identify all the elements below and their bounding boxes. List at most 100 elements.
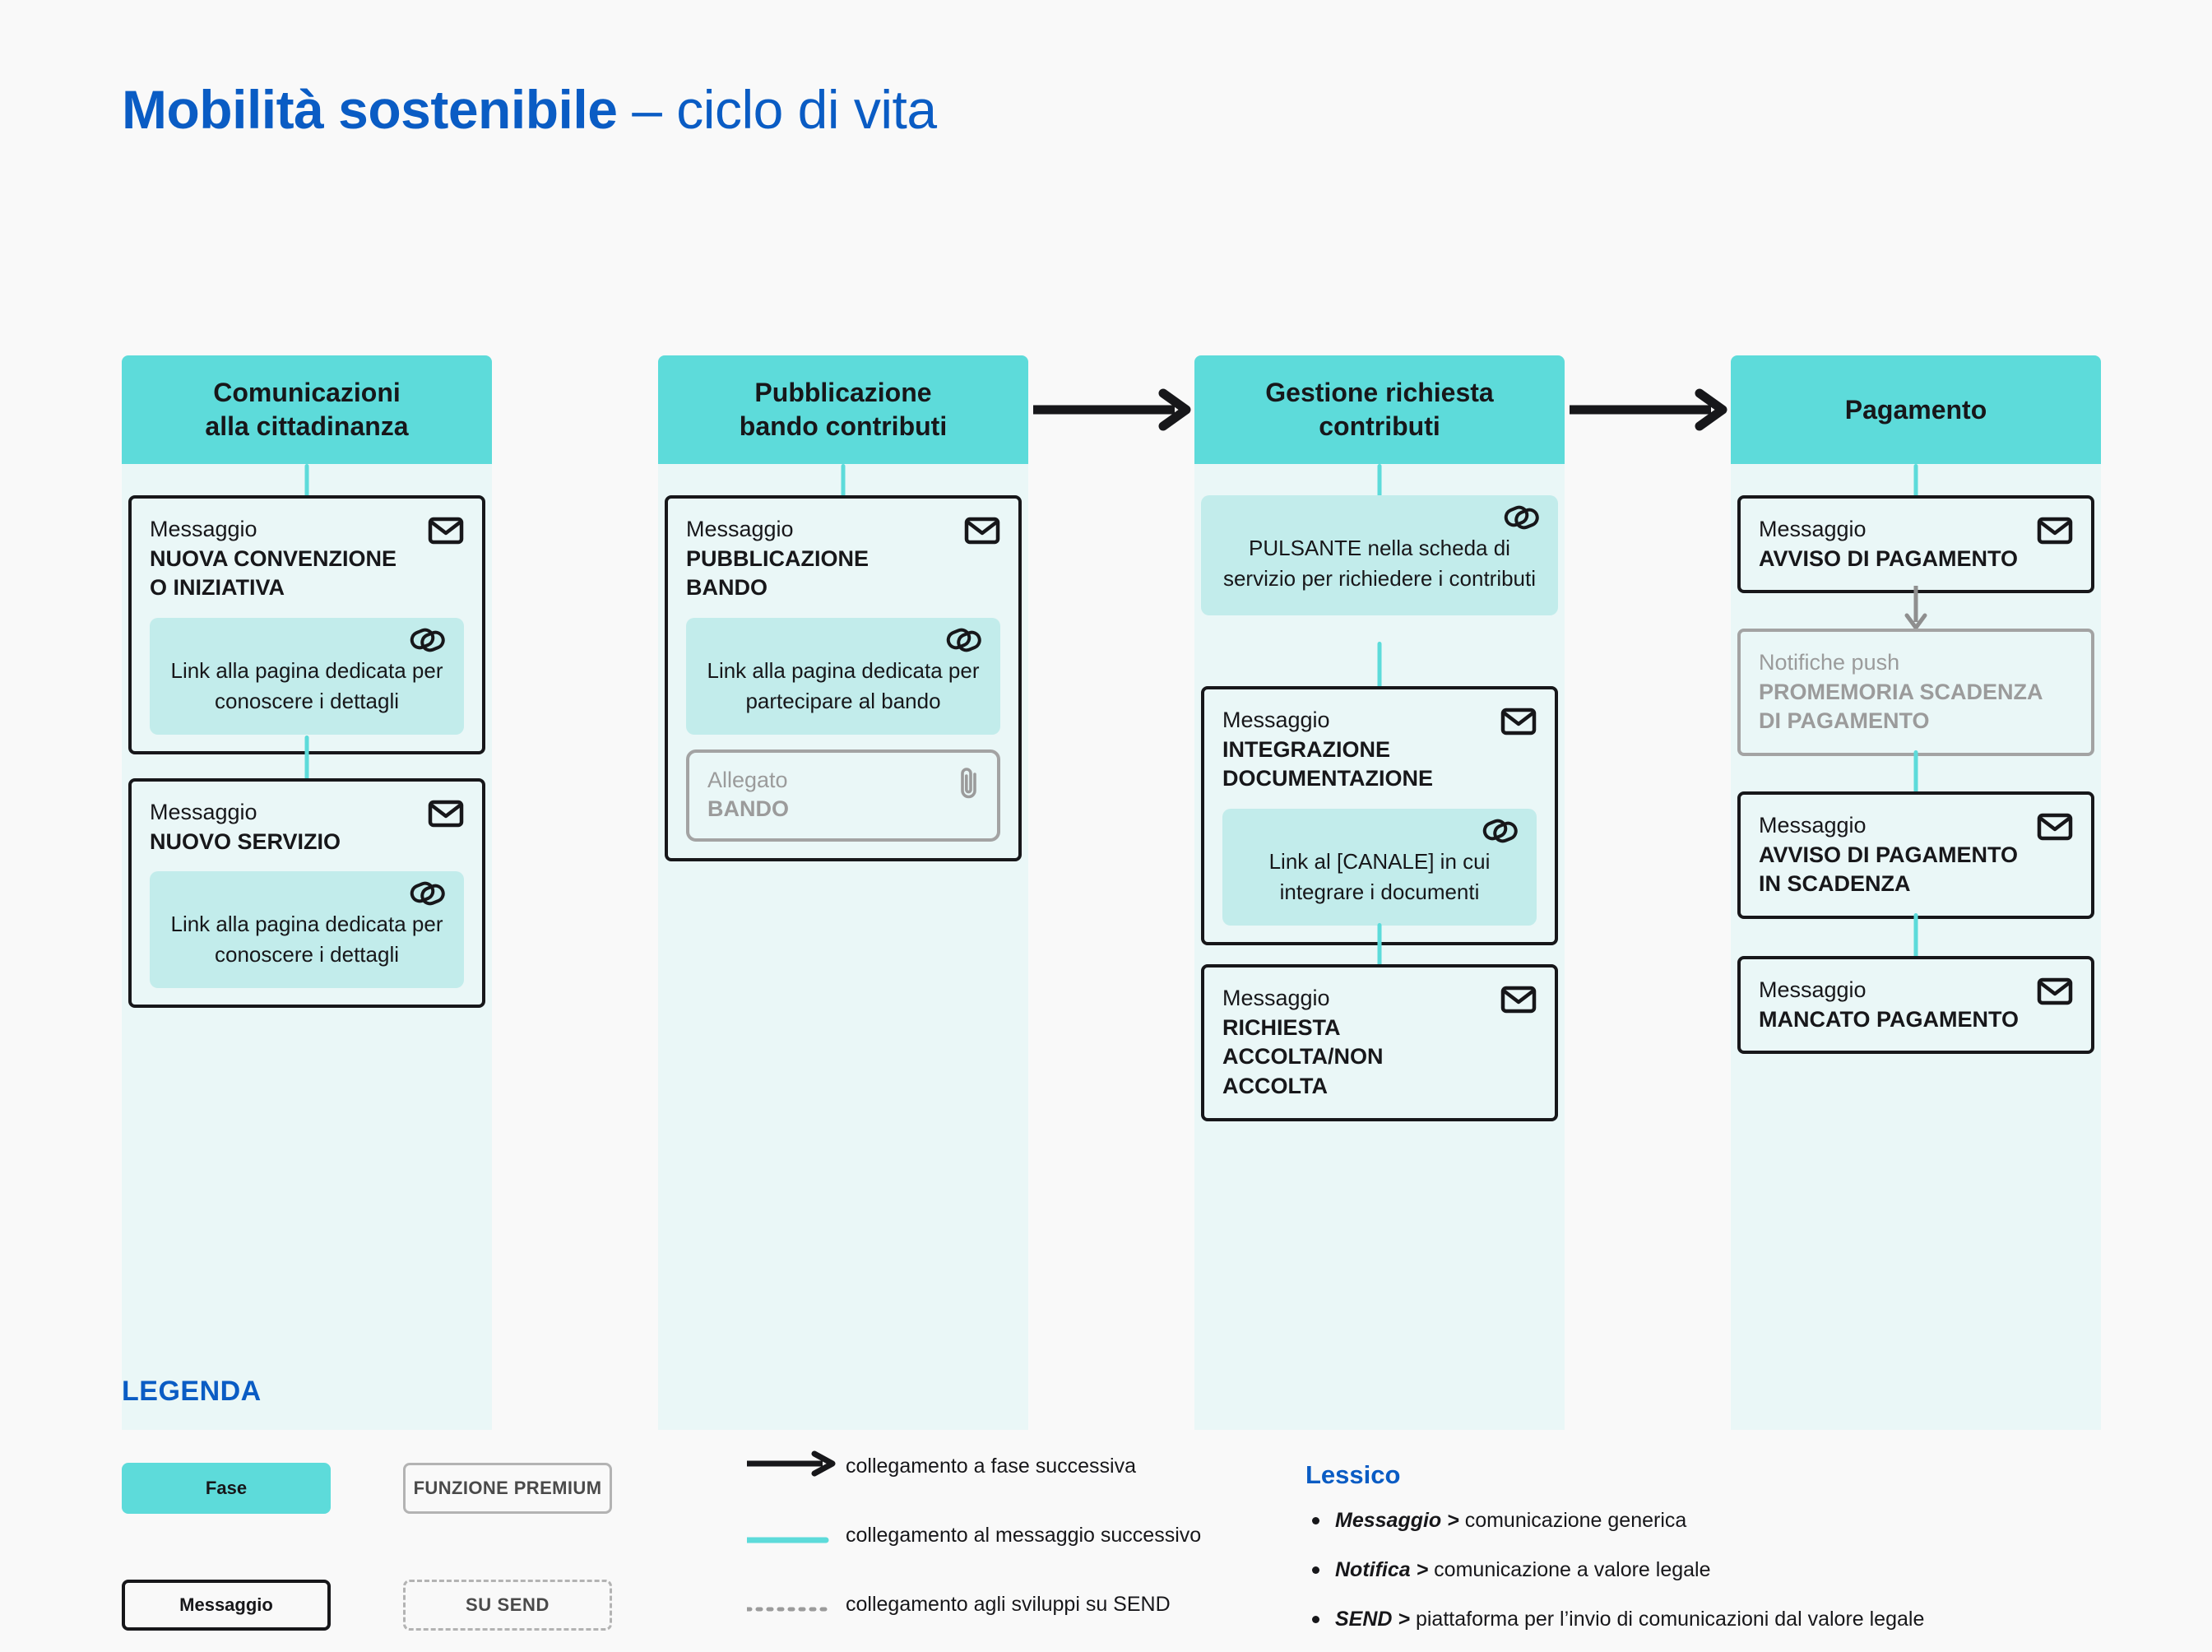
legend-dotted-line-sample: [747, 1607, 828, 1612]
card-kind-label: Messaggio: [686, 517, 794, 541]
lessico-item: Messaggio > comunicazione generica: [1305, 1507, 2177, 1534]
action-button-text: PULSANTE nella scheda di servizio per ri…: [1222, 536, 1537, 591]
link-pill[interactable]: Link alla pagina dedicata per conoscere …: [150, 617, 464, 735]
push-notification-card[interactable]: Notifiche push PROMEMORIA SCADENZA DI PA…: [1737, 629, 2094, 756]
page-title-light: – ciclo di vita: [617, 79, 937, 140]
link-icon: [1504, 505, 1539, 530]
card-title-label: PROMEMORIA SCADENZA DI PAGAMENTO: [1759, 679, 2043, 734]
legend-arrow-sample: [747, 1450, 836, 1477]
phase-header-line1: Pubblicazione: [754, 378, 932, 408]
lessico-title: Lessico: [1305, 1460, 1401, 1489]
card-title-label: NUOVO SERVIZIO: [150, 828, 341, 854]
legend-line-label: collegamento a fase successiva: [846, 1455, 1136, 1478]
lessico-definition: comunicazione a valore legale: [1428, 1558, 1711, 1581]
message-connector: [304, 736, 309, 780]
lessico-item: Notifica > comunicazione a valore legale: [1305, 1557, 2177, 1583]
card-kind-label: Messaggio: [150, 517, 257, 541]
legend-line-label: collegamento al messaggio successivo: [846, 1524, 1202, 1547]
card-kind-label: Notifiche push: [1759, 650, 1900, 675]
card-kind-label: Messaggio: [150, 800, 257, 824]
card-title-label: RICHIESTA ACCOLTA/NON ACCOLTA: [1222, 1014, 1384, 1098]
link-icon: [946, 628, 981, 652]
card-kind-label: Messaggio: [1759, 517, 1867, 541]
phase-body-pubblicazione: Messaggio PUBBLICAZIONE BANDO Link alla …: [658, 464, 1028, 1430]
phase-header-comunicazioni: Comunicazioni alla cittadinanza: [122, 355, 492, 464]
lessico-term: SEND >: [1335, 1608, 1411, 1631]
message-connector: [1377, 642, 1382, 688]
phase-arrow-2-to-3: [1033, 388, 1191, 431]
message-connector: [304, 464, 309, 497]
card-header: Messaggio NUOVA CONVENZIONE O INIZIATIVA: [150, 515, 464, 603]
envelope-icon: [1500, 708, 1537, 736]
message-card[interactable]: Messaggio AVVISO DI PAGAMENTO IN SCADENZ…: [1737, 791, 2094, 919]
legend-chip-su-send: SU SEND: [403, 1580, 612, 1631]
page-title: Mobilità sostenibile – ciclo di vita: [122, 82, 937, 137]
card-header: Messaggio AVVISO DI PAGAMENTO IN SCADENZ…: [1759, 811, 2073, 899]
link-icon: [410, 628, 445, 652]
phase-header-line2: alla cittadinanza: [205, 411, 409, 441]
lessico-list: Messaggio > comunicazione generica Notif…: [1305, 1507, 2177, 1652]
link-pill[interactable]: Link alla pagina dedicata per partecipar…: [686, 617, 1000, 735]
message-connector: [1913, 913, 1918, 958]
card-title-label: AVVISO DI PAGAMENTO IN SCADENZA: [1759, 842, 2019, 897]
card-header: Messaggio INTEGRAZIONE DOCUMENTAZIONE: [1222, 706, 1537, 794]
card-title-label: AVVISO DI PAGAMENTO: [1759, 545, 2019, 571]
envelope-icon: [2037, 813, 2073, 841]
message-connector: [1913, 750, 1918, 795]
attachment-box[interactable]: Allegato BANDO: [686, 749, 1000, 842]
paperclip-icon: [961, 767, 976, 798]
message-connector: [1377, 923, 1382, 968]
message-card[interactable]: Messaggio NUOVO SERVIZIO Link alla pagin…: [128, 778, 485, 1009]
action-button-pill[interactable]: PULSANTE nella scheda di servizio per ri…: [1201, 495, 1558, 615]
message-connector: [1913, 464, 1918, 497]
link-pill-text: Link al [CANALE] in cui integrare i docu…: [1268, 848, 1491, 904]
card-kind-label: Messaggio: [1222, 986, 1330, 1010]
link-pill-text: Link alla pagina dedicata per partecipar…: [707, 657, 980, 713]
message-card[interactable]: Messaggio MANCATO PAGAMENTO: [1737, 956, 2094, 1055]
card-title-label: PUBBLICAZIONE BANDO: [686, 545, 869, 601]
card-title-label: NUOVA CONVENZIONE O INIZIATIVA: [150, 545, 397, 601]
phase-header-line1: Gestione richiesta: [1265, 378, 1494, 408]
link-pill[interactable]: Link alla pagina dedicata per conoscere …: [150, 871, 464, 989]
legend-chip-label: Messaggio: [179, 1594, 273, 1615]
phase-body-comunicazioni: Messaggio NUOVA CONVENZIONE O INIZIATIVA…: [122, 464, 492, 1430]
legend-chip-label: Fase: [205, 1478, 248, 1498]
phase-header-line1: Comunicazioni: [213, 378, 401, 408]
phase-column-pubblicazione: Pubblicazione bando contributi Messaggio…: [658, 355, 1028, 1430]
card-header: Messaggio MANCATO PAGAMENTO: [1759, 976, 2073, 1034]
lessico-term: Notifica >: [1335, 1558, 1429, 1581]
legend-chip-fase: Fase: [122, 1463, 331, 1514]
card-header: Messaggio AVVISO DI PAGAMENTO: [1759, 515, 2073, 573]
card-header: Messaggio PUBBLICAZIONE BANDO: [686, 515, 1000, 603]
link-icon: [410, 881, 445, 906]
envelope-icon: [2037, 977, 2073, 1005]
card-kind-label: Messaggio: [1222, 708, 1330, 732]
envelope-icon: [1500, 986, 1537, 1014]
legend-chip-label: SU SEND: [466, 1594, 550, 1615]
message-card[interactable]: Messaggio NUOVA CONVENZIONE O INIZIATIVA…: [128, 495, 485, 754]
page-title-bold: Mobilità sostenibile: [122, 79, 618, 140]
legend-chip-label: FUNZIONE PREMIUM: [413, 1478, 602, 1498]
phase-header-line2: contributi: [1319, 411, 1440, 441]
envelope-icon: [428, 517, 464, 545]
link-pill[interactable]: Link al [CANALE] in cui integrare i docu…: [1222, 808, 1537, 926]
link-icon: [1482, 819, 1518, 843]
phase-header-pagamento: Pagamento: [1731, 355, 2101, 464]
send-development-arrow: [1904, 586, 1927, 630]
card-title-label: INTEGRAZIONE DOCUMENTAZIONE: [1222, 736, 1433, 791]
legend-teal-line-sample: [747, 1537, 829, 1543]
legend-line-label: collegamento agli sviluppi su SEND: [846, 1593, 1171, 1616]
message-connector: [1377, 464, 1382, 497]
card-kind-label: Messaggio: [1759, 813, 1867, 838]
phase-arrow-3-to-4: [1570, 388, 1727, 431]
message-card[interactable]: Messaggio INTEGRAZIONE DOCUMENTAZIONE Li…: [1201, 686, 1558, 945]
message-card[interactable]: Messaggio RICHIESTA ACCOLTA/NON ACCOLTA: [1201, 964, 1558, 1121]
card-header: Messaggio RICHIESTA ACCOLTA/NON ACCOLTA: [1222, 984, 1537, 1102]
phase-header-gestione: Gestione richiesta contributi: [1194, 355, 1565, 464]
message-card[interactable]: Messaggio PUBBLICAZIONE BANDO Link alla …: [665, 495, 1022, 861]
card-header: Notifiche push PROMEMORIA SCADENZA DI PA…: [1759, 648, 2073, 736]
envelope-icon: [2037, 517, 2073, 545]
message-card[interactable]: Messaggio AVVISO DI PAGAMENTO: [1737, 495, 2094, 594]
card-title-label: MANCATO PAGAMENTO: [1759, 1006, 2019, 1032]
phase-column-pagamento: Pagamento Messaggio AVVISO DI PAGAMENTO: [1731, 355, 2101, 1430]
